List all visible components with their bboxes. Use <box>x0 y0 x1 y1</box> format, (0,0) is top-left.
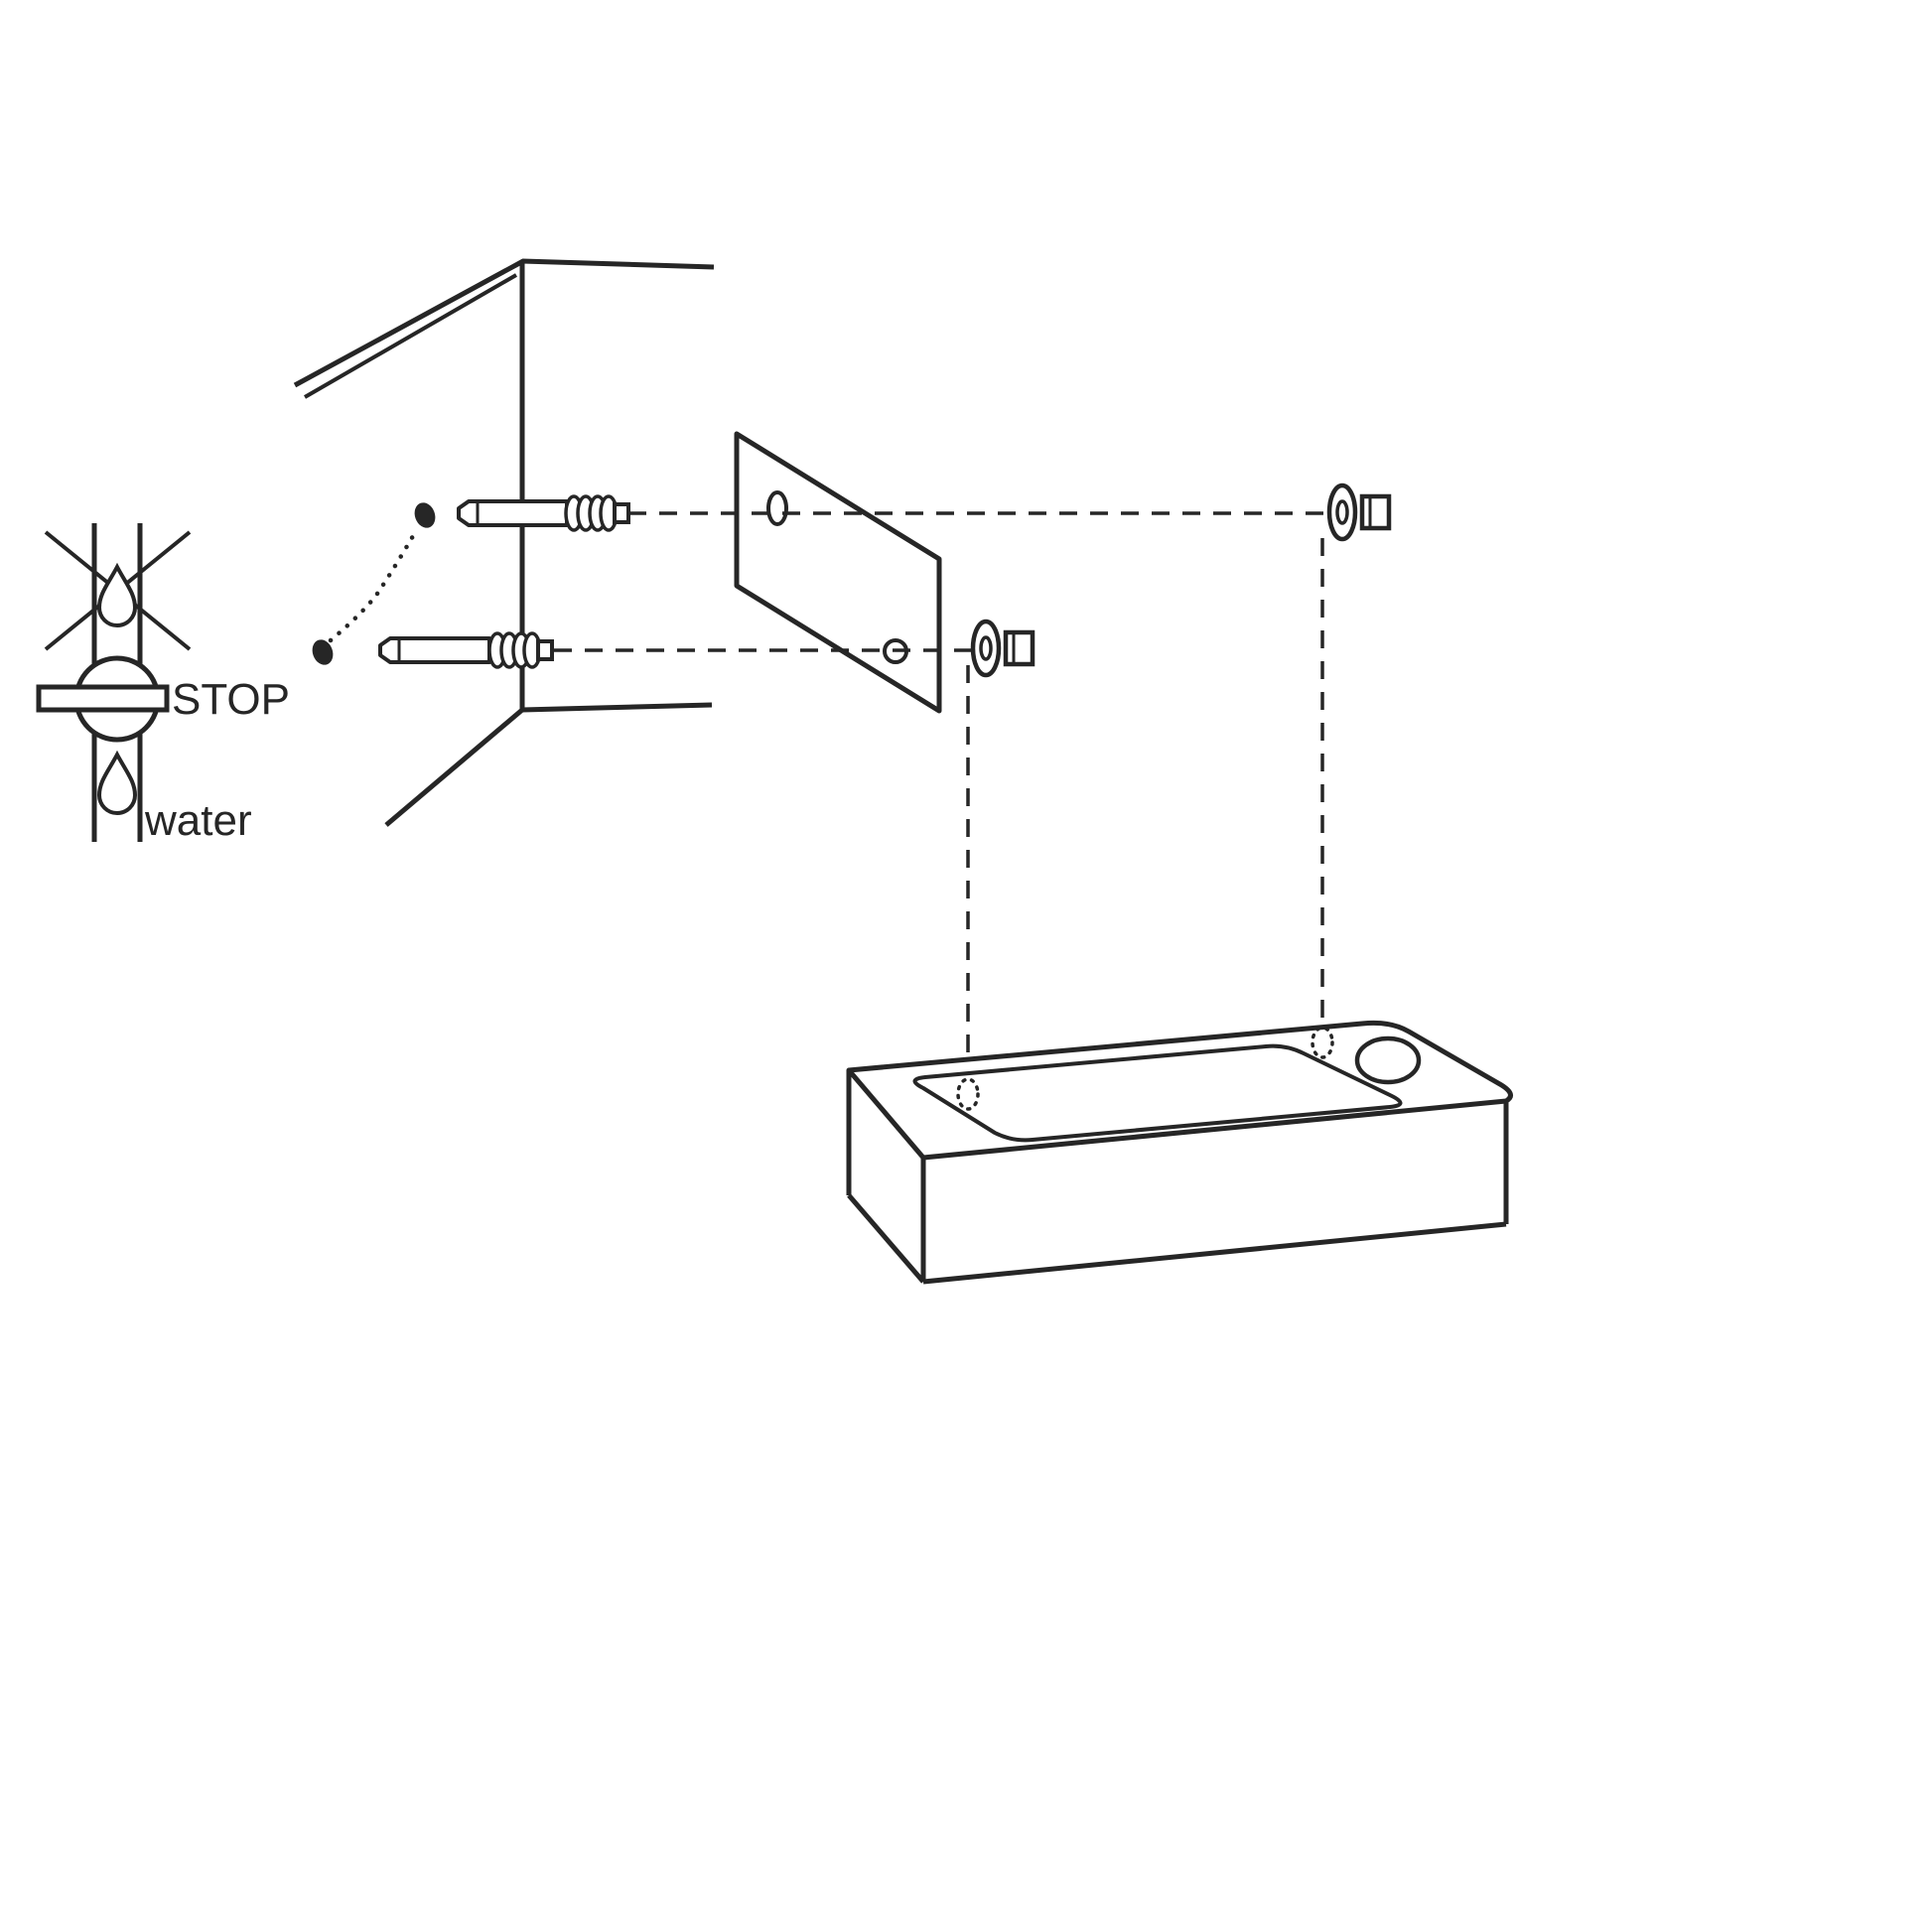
bracket-slot-upper <box>766 490 788 526</box>
drill-hole-mark-upper <box>414 502 436 528</box>
wall-top-right-edge <box>521 258 715 270</box>
wall-anchor-screw-lower <box>378 631 554 669</box>
nut-upper <box>1359 493 1392 531</box>
drill-hole-mark-lower <box>312 639 334 665</box>
anchor-plug-lower <box>378 636 491 664</box>
basin-bottom-front-edge <box>922 1221 1507 1285</box>
stop-valve-bar <box>36 684 170 713</box>
stop-label: STOP <box>172 675 290 724</box>
nut-lower <box>1003 629 1035 667</box>
wall-top-left-edge-inner <box>303 273 518 399</box>
screw-tip-upper <box>613 502 630 524</box>
screw-tip-lower <box>536 639 554 661</box>
washer-lower-hole <box>979 635 993 661</box>
wall-top-left-edge-outer <box>293 258 525 388</box>
wall-anchor-screw-upper <box>457 494 630 532</box>
water-label: water <box>144 796 252 845</box>
water-drop-upper-icon <box>96 562 138 627</box>
basin-mount-hole-right-dotted <box>1311 1026 1334 1059</box>
washer-and-nut-upper <box>1326 483 1392 542</box>
water-supply-stop-symbol: STOP water <box>36 523 290 845</box>
basin-bottom-left-edge <box>847 1193 925 1284</box>
basin-mount-hole-left-dotted <box>956 1077 980 1111</box>
wall-hung-washbasin <box>846 1020 1513 1285</box>
basin-inner-rim <box>912 1043 1403 1143</box>
wall-bottom-left-edge <box>384 708 524 827</box>
bracket-plate-outline <box>734 431 942 714</box>
water-drop-lower-icon <box>96 750 138 815</box>
drill-holes-dotted-connector <box>328 526 420 643</box>
drill-hole-marks <box>312 502 436 665</box>
wall-bottom-right-edge <box>521 702 713 713</box>
wall-corner <box>293 258 715 827</box>
washer-and-nut-lower <box>970 619 1035 678</box>
anchor-plug-upper <box>457 499 569 527</box>
mounting-bracket-plate <box>734 431 942 714</box>
basin-top-face <box>846 1020 1513 1161</box>
faucet-hole <box>1354 1035 1422 1085</box>
washer-upper-hole <box>1335 499 1349 525</box>
alignment-dashed-guides <box>554 511 1327 1077</box>
